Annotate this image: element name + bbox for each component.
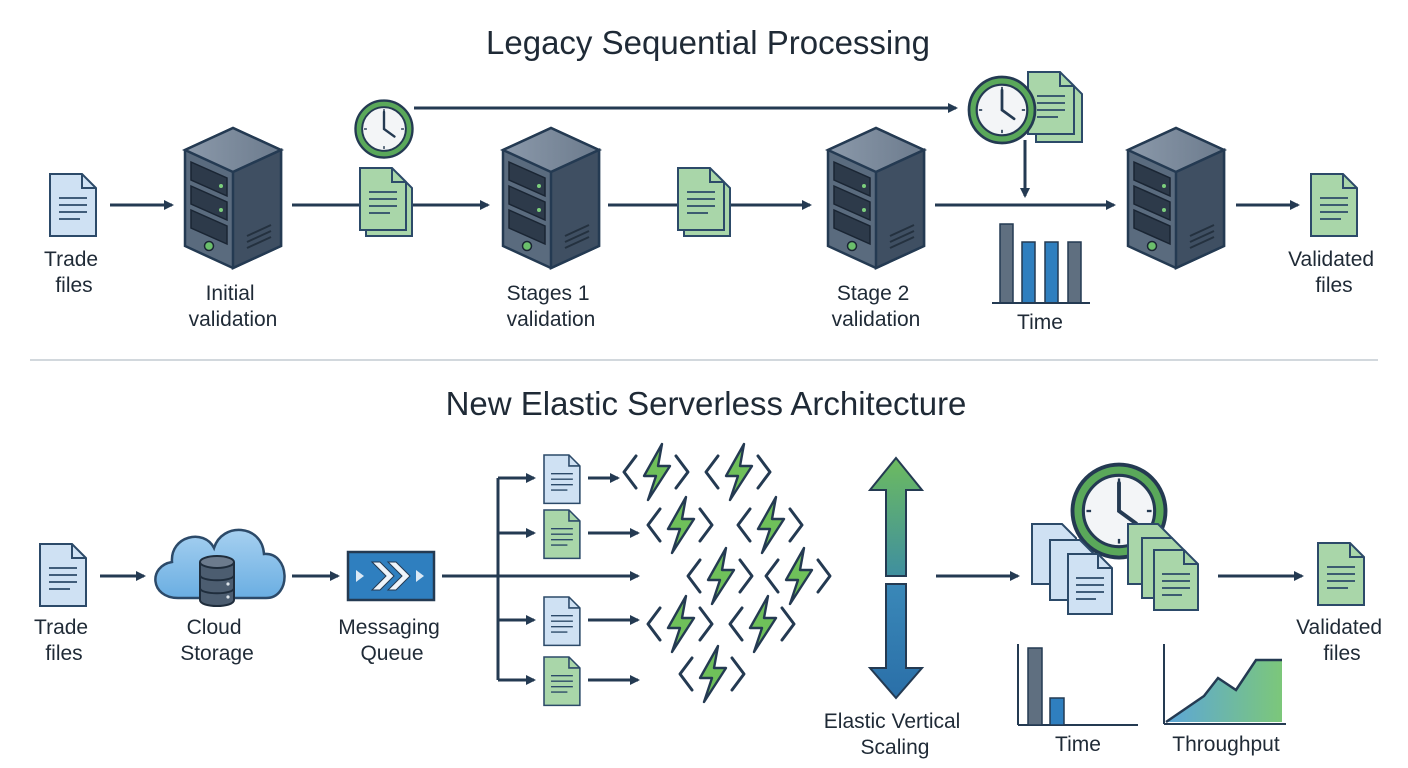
elastic-scaling-arrow-icon: [867, 456, 925, 700]
legacy-trade-files-document-icon: [49, 173, 97, 237]
legacy-delayed-documents-icon: [1027, 71, 1083, 143]
legacy-time-bar: [1067, 241, 1082, 304]
throughput-label: Throughput: [1172, 733, 1280, 756]
elastic-validated-document-icon: [1317, 542, 1365, 606]
messaging-queue-icon: [346, 550, 436, 602]
lambda-function-icon: [764, 546, 832, 606]
processed-blue-documents-icon: [1031, 523, 1113, 615]
fanout-document-icon: [543, 596, 581, 647]
initial-validation-label: Initial validation: [189, 282, 278, 331]
legacy-time-label: Time: [1017, 311, 1063, 334]
elastic-validated-files-label: Validated files: [1296, 616, 1388, 665]
legacy-validated-document-icon: [1310, 173, 1358, 237]
legacy-time-chart: [992, 223, 1090, 304]
legacy-time-bar: [1021, 241, 1036, 304]
processed-green-documents-icon: [1127, 523, 1199, 611]
elastic-trade-files-label: Trade files: [34, 616, 94, 665]
stage1-validation-label: Stages 1 validation: [507, 282, 596, 331]
throughput-line: [1165, 658, 1282, 724]
legacy-wait-clock-icon: [354, 99, 414, 159]
messaging-queue-label: Messaging Queue: [338, 616, 445, 665]
final-server-icon: [1126, 126, 1226, 270]
lambda-function-icon: [646, 495, 714, 555]
elastic-trade-files-document-icon: [39, 543, 87, 607]
initial-validation-server-icon: [183, 126, 283, 270]
elastic-time-bar: [1027, 647, 1043, 726]
legacy-validated-files-label: Validated files: [1288, 248, 1380, 297]
elastic-time-bar: [1049, 697, 1065, 726]
lambda-function-icon: [622, 442, 690, 502]
lambda-function-icon: [736, 495, 804, 555]
stage2-validation-label: Stage 2 validation: [832, 282, 921, 331]
legacy-title: Legacy Sequential Processing: [486, 24, 930, 61]
cloud-storage-icon: [154, 528, 286, 607]
lambda-function-icon: [646, 594, 714, 654]
elastic-time-label: Time: [1055, 733, 1101, 756]
stage2-validation-server-icon: [826, 126, 926, 270]
legacy-time-bar: [1044, 241, 1059, 304]
elastic-scaling-label: Elastic Vertical Scaling: [824, 710, 966, 759]
fanout-document-icon: [543, 656, 581, 707]
legacy-time-bar: [999, 223, 1014, 304]
legacy-delay-clock-icon: [967, 75, 1037, 145]
fanout-document-icon: [543, 454, 581, 505]
elastic-title: New Elastic Serverless Architecture: [446, 385, 967, 422]
legacy-stage-document-icon: [677, 167, 731, 237]
lambda-function-icon: [728, 594, 796, 654]
fanout-document-icon: [543, 509, 581, 560]
legacy-trade-files-label: Trade files: [44, 248, 104, 297]
throughput-area: [1166, 660, 1282, 722]
legacy-batch-document-icon: [359, 167, 413, 237]
lambda-function-icon: [686, 546, 754, 606]
lambda-function-icon: [704, 442, 772, 502]
elastic-time-chart: [1017, 644, 1138, 726]
lambda-function-icon: [678, 644, 746, 704]
stage1-validation-server-icon: [501, 126, 601, 270]
fan-out-connectors: [442, 473, 640, 685]
throughput-chart: [1163, 644, 1286, 725]
cloud-storage-label: Cloud Storage: [180, 616, 254, 665]
